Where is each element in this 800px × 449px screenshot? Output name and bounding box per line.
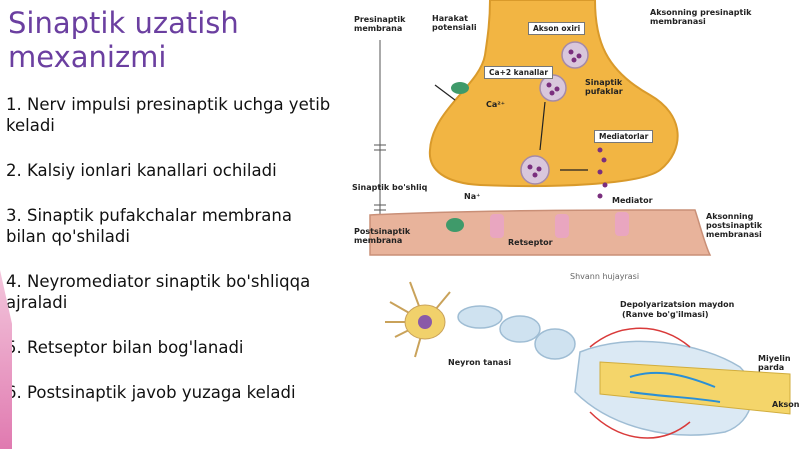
- label-synaptic-vesicles: Sinaptik pufaklar: [585, 78, 623, 96]
- label-axon: Akson: [772, 400, 800, 409]
- na-channel-shape: [446, 218, 464, 232]
- receptor-shape: [490, 214, 504, 238]
- postsynaptic-shape: [369, 209, 712, 256]
- step-item: 6. Postsinaptik javob yuzaga keladi: [6, 383, 296, 402]
- label-myelin-sheath: Miyelin parda: [758, 354, 791, 372]
- ca-channel-shape: [451, 82, 469, 94]
- steps-list: 1. Nerv impulsi presinaptik uchga yetib …: [6, 94, 336, 427]
- label-receptor: Retseptor: [508, 238, 553, 247]
- label-mediator: Mediator: [612, 196, 653, 205]
- label-axon-terminal: Akson oxiri: [528, 22, 586, 35]
- label-synaptic-cleft: Sinaptik bo'shliq: [352, 183, 428, 192]
- label-axon-presynaptic-membrane: Aksonning presinaptik membranasi: [650, 8, 752, 26]
- receptor-shape: [555, 214, 569, 238]
- step-item: 1. Nerv impulsi presinaptik uchga yetib …: [6, 95, 331, 135]
- vesicle-shape: [561, 41, 589, 69]
- label-axon-postsynaptic-membrane: Aksonning postsinaptik membranasi: [706, 212, 763, 239]
- myelin-segment: [534, 328, 576, 360]
- axon-core: [599, 361, 791, 415]
- step-item: 4. Neyromediator sinaptik bo'shliqqa ajr…: [6, 272, 311, 312]
- step-item: 3. Sinaptik pufakchalar membrana bilan q…: [6, 206, 292, 246]
- receptor-shape: [615, 212, 629, 236]
- step-item: 5. Retseptor bilan bog'lanadi: [6, 338, 244, 357]
- label-ranvier: (Ranve bo'g'ilmasi): [622, 310, 709, 319]
- myelin-segment: [457, 305, 503, 329]
- label-ca-channels: Ca+2 kanallar: [484, 66, 554, 79]
- label-neuron-body: Neyron tanasi: [448, 358, 512, 367]
- label-na-ion: Na⁺: [464, 192, 481, 201]
- label-depolarization: Depolyarizatsion maydon: [620, 300, 735, 309]
- neuron-diagram: [385, 281, 791, 439]
- label-action-potential: Harakat potensiali: [432, 14, 477, 32]
- step-item: 2. Kalsiy ionlari kanallari ochiladi: [6, 161, 277, 180]
- label-postsynaptic-membrane: Postsinaptik membrana: [354, 227, 411, 245]
- label-presynaptic-membrane: Presinaptik membrana: [354, 15, 406, 33]
- vesicle-shape: [520, 155, 550, 185]
- label-ca-ion: Ca²⁺: [486, 100, 505, 109]
- label-schwann-cell: Shvann hujayrasi: [570, 272, 640, 281]
- slide-title: Sinaptik uzatish mexanizmi: [8, 6, 239, 74]
- decorative-accent: [0, 270, 12, 449]
- myelin-segment: [499, 315, 541, 343]
- label-mediators: Mediatorlar: [594, 130, 654, 143]
